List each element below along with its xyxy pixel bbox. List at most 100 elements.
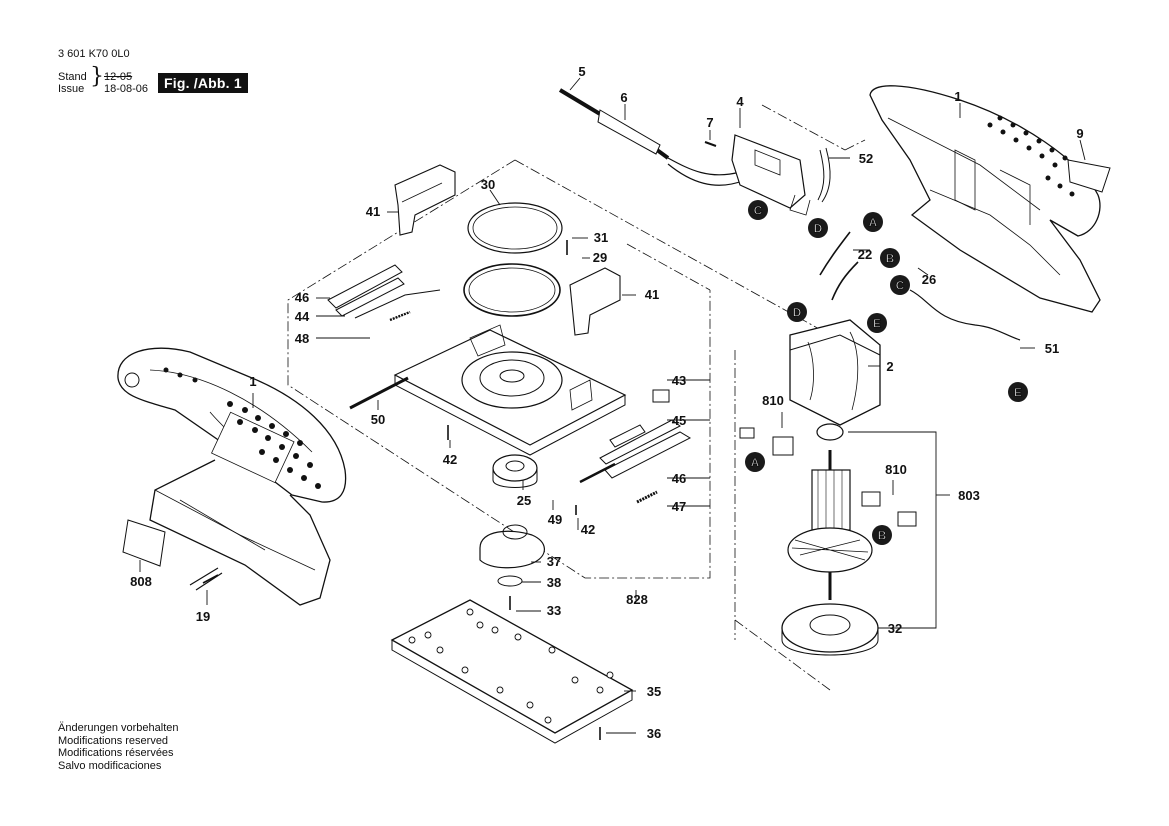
part-label-35: 35: [647, 684, 661, 699]
connector-badge-d-field: D: [787, 302, 807, 322]
connector-badge-e-wire: E: [1008, 382, 1028, 402]
svg-text:E: E: [873, 317, 881, 331]
part-number: 3 601 K70 0L0: [58, 48, 130, 60]
sanding-pad-35: [390, 599, 634, 744]
note-fr: Modifications réservées: [58, 747, 174, 760]
part-label-32: 32: [888, 621, 902, 636]
part-label-49: 49: [548, 512, 562, 527]
base-plate: [393, 324, 627, 456]
connector-badge-b-bottom: B: [872, 525, 892, 545]
part-label-42-left: 42: [443, 452, 457, 467]
slide-46-right: [604, 431, 692, 479]
connector-badge-b-top: B: [880, 248, 900, 268]
stand-label: Stand: [58, 71, 87, 83]
svg-text:E: E: [1014, 386, 1022, 400]
leader-lines: [139, 77, 1086, 734]
brace-symbol: }: [90, 64, 104, 89]
svg-text:A: A: [869, 216, 878, 230]
part-label-42-right: 42: [581, 522, 595, 537]
sander-housing-left: [117, 347, 347, 606]
part-label-37: 37: [547, 554, 561, 569]
part-label-1-left: 1: [249, 374, 256, 389]
part-label-36: 36: [647, 726, 661, 741]
connector-badge-a-bottom: A: [745, 452, 765, 472]
bracket-41-top: [394, 164, 456, 236]
part-label-5: 5: [578, 64, 585, 79]
note-es: Salvo modificaciones: [58, 759, 162, 772]
part-label-46-right: 46: [672, 471, 686, 486]
connector-badge-e-field: E: [867, 313, 887, 333]
connector-badge-c-switch: C: [748, 200, 768, 220]
part-label-52: 52: [859, 151, 873, 166]
slide-46-left: [327, 264, 403, 309]
ring-30: [467, 202, 563, 254]
ring-29: [463, 263, 561, 317]
modification-notes: Änderungen vorbehalten Modifications res…: [58, 722, 178, 772]
slide-45: [599, 419, 681, 465]
power-cord: [558, 88, 746, 186]
part-label-46-left: 46: [295, 290, 309, 305]
part-label-2: 2: [886, 359, 893, 374]
wire-51: [909, 289, 1021, 341]
part-label-45: 45: [672, 413, 686, 428]
connector-badge-c-wire: C: [890, 275, 910, 295]
svg-text:C: C: [754, 204, 763, 218]
rod-50: [349, 376, 409, 410]
svg-text:C: C: [896, 279, 905, 293]
part-label-44: 44: [295, 309, 310, 324]
armature-803: [787, 423, 873, 600]
part-label-47: 47: [672, 499, 686, 514]
housing-half-right: [869, 85, 1111, 313]
clip-43: [652, 389, 670, 403]
part-label-51: 51: [1045, 341, 1059, 356]
part-labels: 1 1 2 4 5 6 7 9 19 22 25 26 29 30 31 32 …: [130, 64, 1083, 741]
bracket-41-right: [569, 267, 621, 336]
part-label-50: 50: [371, 412, 385, 427]
part-label-29: 29: [593, 250, 607, 265]
part-label-810-left: 810: [762, 393, 784, 408]
bracket-44: [609, 424, 646, 448]
issue-label: Issue: [58, 83, 85, 95]
part-label-41-right: 41: [645, 287, 659, 302]
spring-47: [636, 490, 658, 504]
svg-text:D: D: [793, 306, 802, 320]
brush-holder-810-left: [739, 427, 794, 456]
housing-half-grip-dots: [987, 115, 1075, 197]
part-label-26: 26: [922, 272, 936, 287]
part-label-808: 808: [130, 574, 152, 589]
figure-label: Fig. /Abb. 1: [158, 73, 248, 93]
part-label-38: 38: [547, 575, 561, 590]
connector-badge-a-top: A: [863, 212, 883, 232]
part-label-803: 803: [958, 488, 980, 503]
brush-holder-810-right: [861, 491, 917, 527]
part-label-22: 22: [858, 247, 872, 262]
wire-22: [819, 231, 859, 301]
part-label-4: 4: [736, 94, 744, 109]
part-label-19: 19: [196, 609, 210, 624]
washer-38: [497, 575, 523, 587]
issue-value: 18-08-06: [104, 83, 149, 95]
part-label-810-right: 810: [885, 462, 907, 477]
screws: [202, 240, 601, 740]
field-stator-2: [789, 319, 881, 426]
connector-badge-d-switch: D: [808, 218, 828, 238]
part-label-25: 25: [517, 493, 531, 508]
bearing-25: [492, 454, 538, 488]
svg-text:D: D: [814, 222, 823, 236]
svg-text:B: B: [878, 529, 887, 543]
part-label-828: 828: [626, 592, 648, 607]
connector-badges: A A B B C C D D E E: [745, 200, 1028, 545]
part-label-48: 48: [295, 331, 309, 346]
rod-49: [579, 462, 616, 484]
part-label-6: 6: [620, 90, 627, 105]
part-label-9: 9: [1076, 126, 1083, 141]
part-label-31: 31: [594, 230, 608, 245]
spring-48: [389, 310, 411, 322]
part-label-7: 7: [706, 115, 713, 130]
switch-assembly: [704, 134, 831, 216]
svg-text:B: B: [886, 252, 895, 266]
part-label-30: 30: [481, 177, 495, 192]
note-en: Modifications reserved: [58, 734, 169, 747]
assembly-frame-lines: [287, 104, 866, 691]
